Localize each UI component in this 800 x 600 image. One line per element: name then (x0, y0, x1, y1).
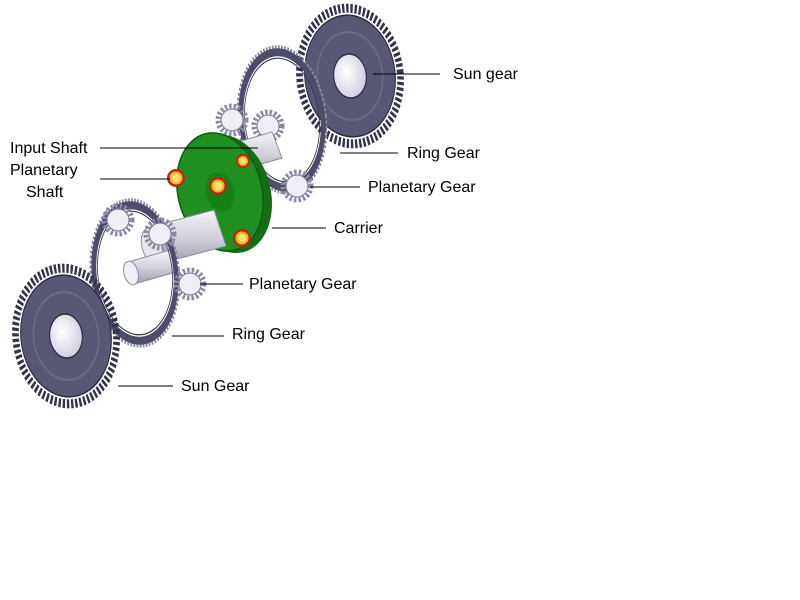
label-input-shaft: Input Shaft (10, 140, 88, 157)
sun-gear-bottom (12, 263, 120, 409)
label-planetary-shaft-line1: Planetary (10, 162, 78, 179)
label-planetary-shaft-line2: Shaft (26, 184, 64, 201)
planetary-gears-top (215, 103, 314, 203)
label-planetary-gear-bottom: Planetary Gear (249, 276, 357, 293)
label-sun-gear-bottom: Sun Gear (181, 378, 250, 395)
labels: Sun gear Ring Gear Planetary Gear Input … (10, 66, 519, 395)
planetary-shaft-pins (167, 154, 251, 247)
label-ring-gear-bottom: Ring Gear (232, 326, 306, 343)
sun-gear-top (296, 3, 404, 149)
label-carrier: Carrier (334, 220, 384, 237)
leader-lines (100, 73, 440, 387)
label-sun-gear-top: Sun gear (453, 66, 519, 83)
label-planetary-gear-top: Planetary Gear (368, 179, 476, 196)
label-ring-gear-top: Ring Gear (407, 145, 481, 162)
